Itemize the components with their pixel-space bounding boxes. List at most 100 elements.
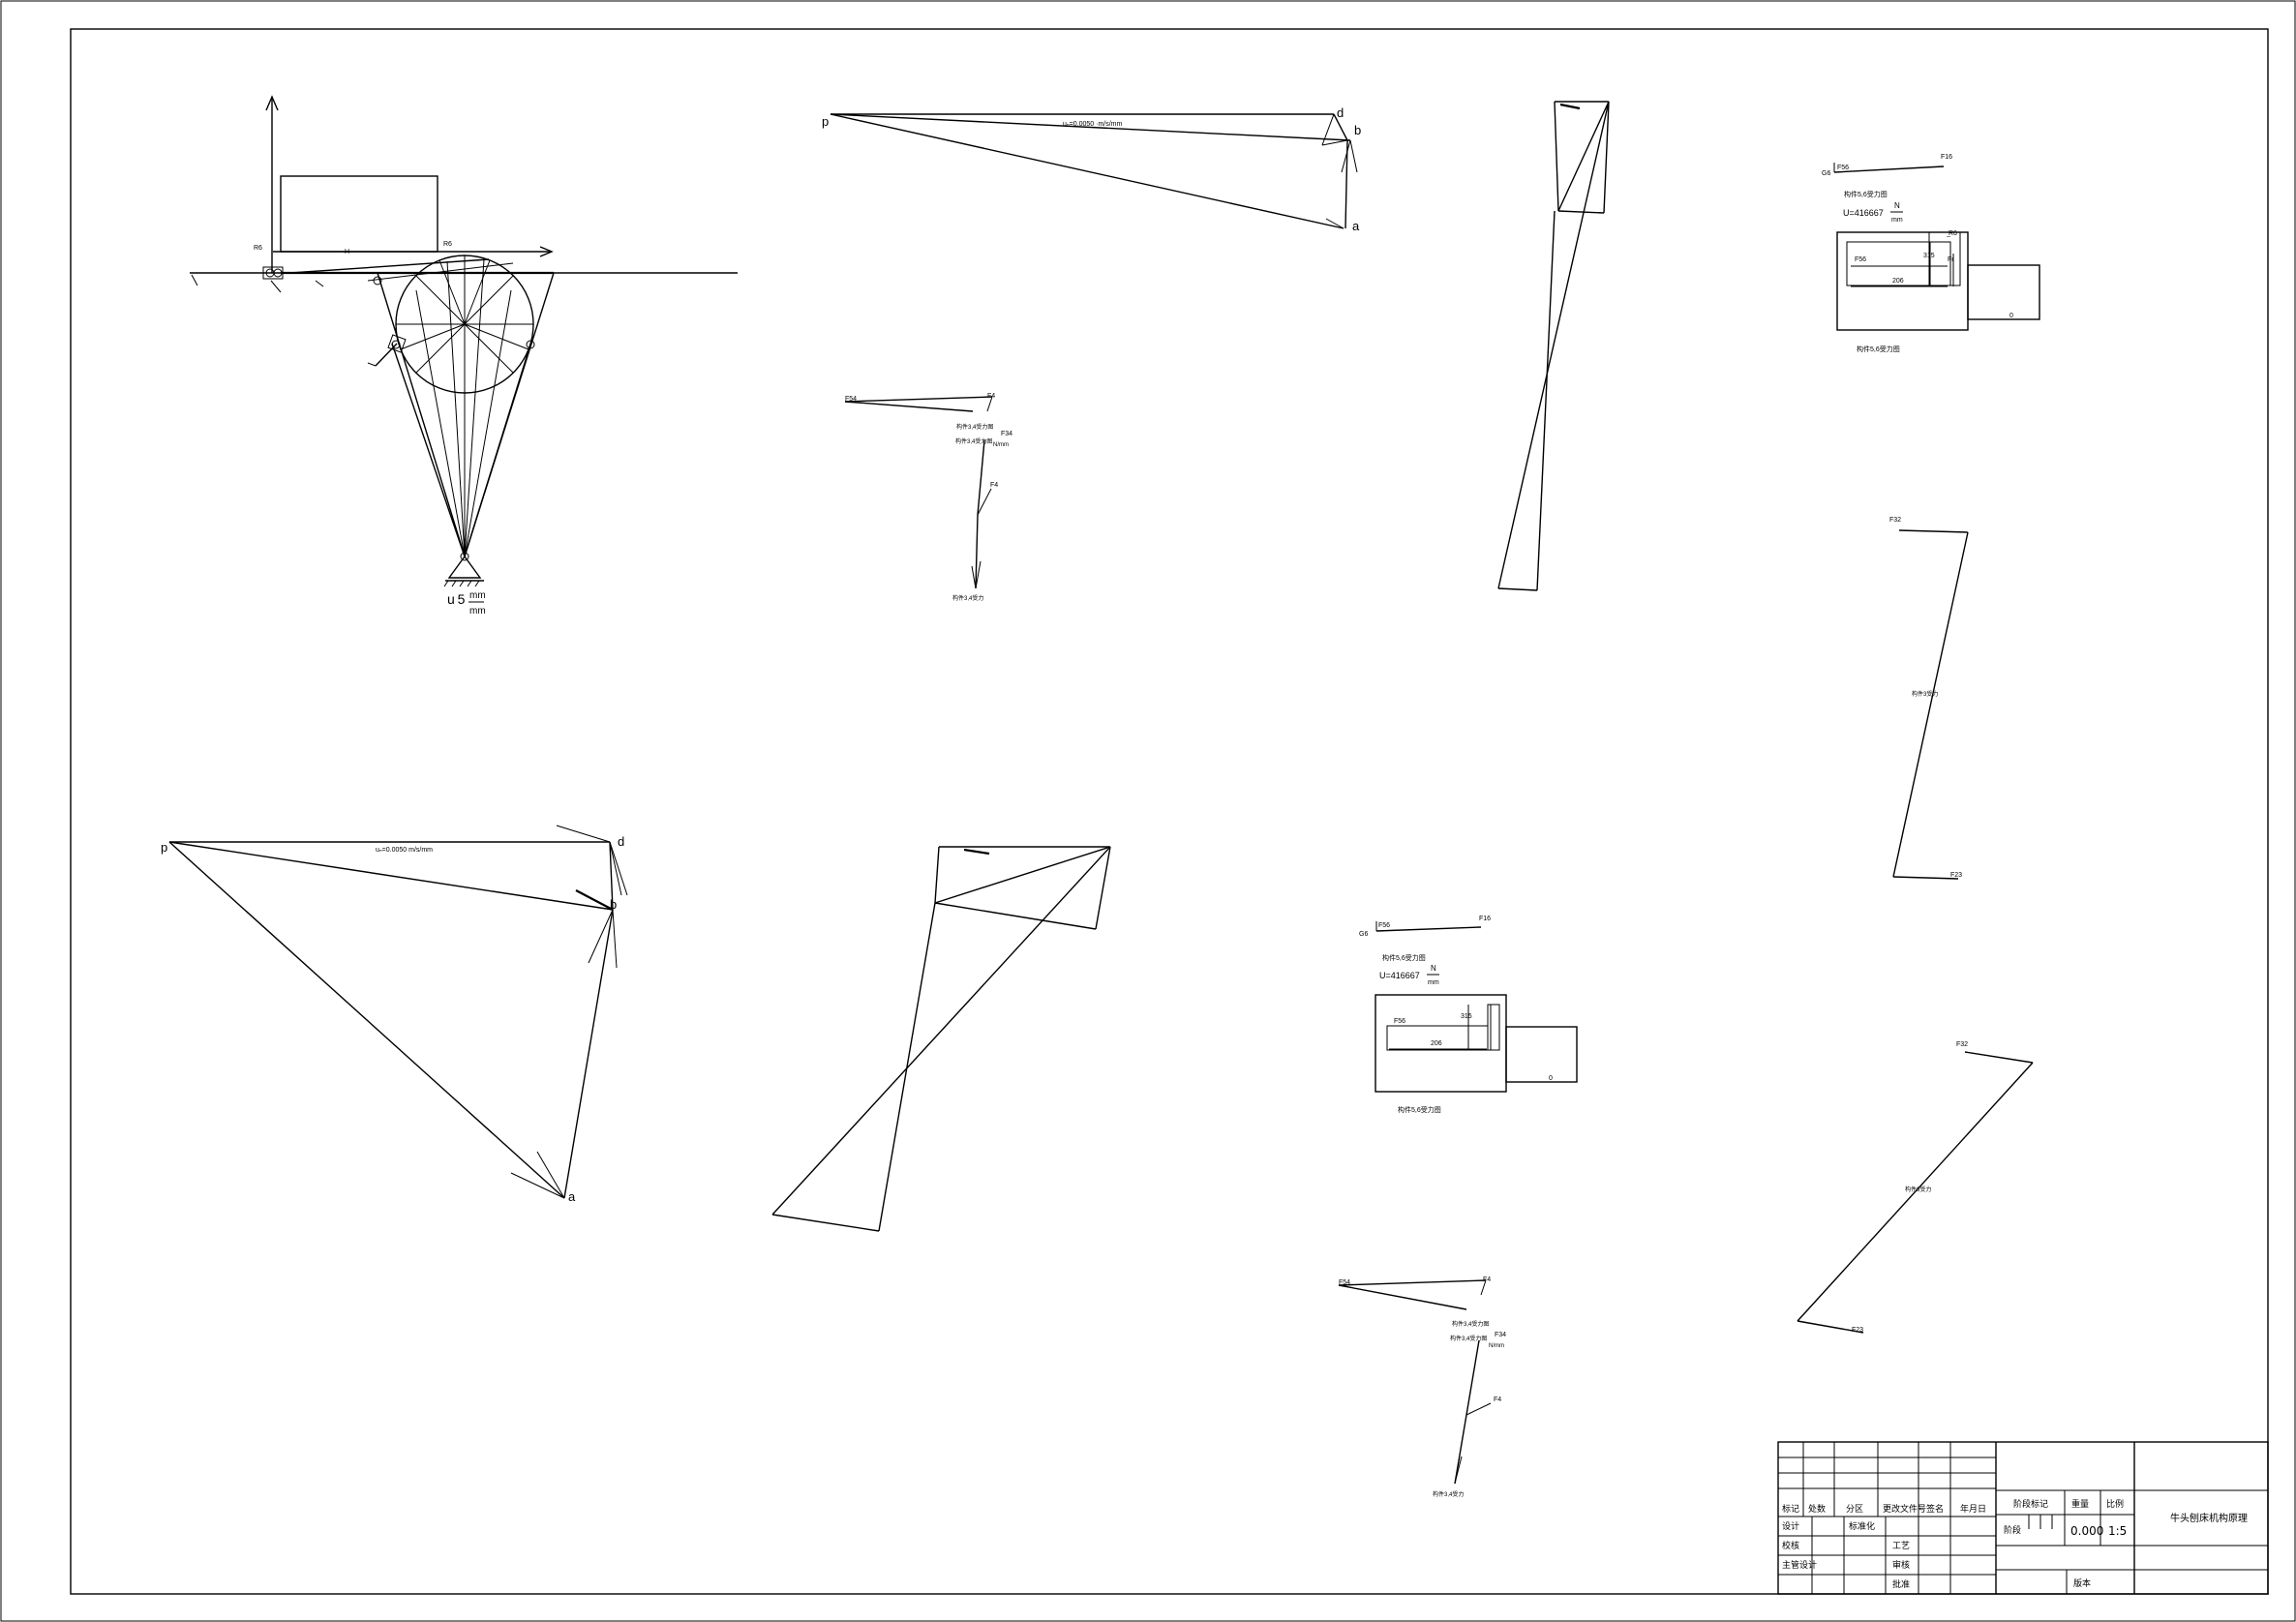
cf2-f54: F54 — [1339, 1279, 1350, 1286]
cf1-unit: N/mm — [993, 442, 1009, 448]
tb-row-design: 设计 — [1782, 1520, 1799, 1532]
fg2-dim-w: 206 — [1431, 1040, 1442, 1047]
acceleration-polygon-2 — [771, 846, 1111, 1232]
cf2-caption-b: 构件3,4受力图 — [1450, 1335, 1487, 1342]
vp1-label-d: d — [1337, 105, 1344, 120]
cf1-caption-c: 构件3,4受力 — [952, 594, 983, 602]
cf2-unit: N/mm — [1489, 1343, 1504, 1349]
vp2-label-d: d — [618, 834, 624, 849]
fg1-dim-e: Fr — [1948, 256, 1954, 263]
cf1-f54: F54 — [845, 396, 857, 403]
fl1-bottom: F23 — [1950, 872, 1962, 879]
cf1-caption-b: 构件3,4受力图 — [955, 437, 992, 445]
fg2-right: 0 — [1549, 1075, 1553, 1082]
tb-header-sign: 签名 — [1926, 1503, 1944, 1515]
fg1-scale-den: mm — [1891, 217, 1903, 224]
tb-header-change: 更改文件号 — [1883, 1503, 1926, 1515]
vp2-label-a: a — [568, 1189, 576, 1204]
cf1-f34: F34 — [1001, 431, 1012, 437]
fg1-scale: U=416667 — [1843, 208, 1884, 218]
fg1-caption-top: 构件5,6受力图 — [1844, 190, 1888, 198]
cf1-f-low: F4 — [990, 482, 998, 489]
vp2-label-p: p — [161, 840, 167, 855]
force-line-diagram-1: F32 构件3受力 F23 — [1889, 517, 1969, 880]
vp2-scale: uₙ=0.0050 m/s/mm — [376, 847, 433, 854]
fg1-left: F56 — [1855, 256, 1866, 263]
fg2-caption-top: 构件5,6受力图 — [1382, 953, 1426, 962]
fg1-f-b: F16 — [1941, 154, 1952, 161]
fg1-dim-h: 315 — [1923, 253, 1935, 259]
mechanism-diagram: R6 R6 H — [190, 95, 738, 616]
fg2-left: F56 — [1394, 1018, 1405, 1025]
fg2-dim-h: 315 — [1461, 1013, 1472, 1020]
fg1-scale-num: N — [1894, 201, 1900, 210]
cf2-f34: F34 — [1495, 1332, 1506, 1338]
fg1-dim-top: ̲R6 — [1946, 230, 1957, 237]
tb-stage-row: 阶段 — [2004, 1524, 2021, 1536]
tb-header-mark: 标记 — [1782, 1503, 1799, 1515]
velocity-polygon-1: p d b a uₙ=0.0050 ·m/s/mm — [822, 105, 1361, 233]
tb-scale-value: 1:5 — [2108, 1524, 2127, 1538]
vp1-scale: uₙ=0.0050 ·m/s/mm — [1063, 121, 1123, 128]
fg2-f-a: F56 — [1378, 922, 1390, 929]
tb-title: 牛头刨床机构原理 — [2170, 1512, 2248, 1524]
vp2-label-b: b — [610, 897, 617, 912]
force-group-1: G6 F56 F16 构件5,6受力图 U=416667 N mm ̲R6 Fr… — [1822, 154, 2040, 353]
inner-border — [70, 28, 2269, 1595]
fg1-right: 0 — [2009, 313, 2013, 319]
crank-force-diagram-1: F54 F4 构件3,4受力图 构件3,4受力图 F34 N/mm F4 构件3… — [844, 393, 1012, 602]
cf2-f4: F4 — [1483, 1277, 1491, 1283]
mechanism-scale-prefix: u 5 — [447, 591, 466, 607]
tb-scale-label: 比例 — [2106, 1498, 2124, 1510]
title-block: 标记 处数 分区 更改文件号 签名 年月日 设计 标准化 校核 工艺 主管设计 … — [1777, 1441, 2269, 1595]
crank-force-diagram-2: F54 F4 构件3,4受力图 构件3,4受力图 F34 N/mm F4 构件3… — [1338, 1277, 1506, 1498]
fl2-mid: 构件3受力 — [1905, 1186, 1931, 1193]
cf2-f-low: F4 — [1494, 1397, 1501, 1403]
fg2-caption-bottom: 构件5,6受力图 — [1398, 1105, 1441, 1114]
acceleration-polygon-1 — [1497, 101, 1610, 591]
fg1-caption-bottom: 构件5,6受力图 — [1857, 345, 1900, 353]
tb-row-main: 主管设计 — [1782, 1559, 1817, 1571]
tb-row-review: 审核 — [1892, 1559, 1910, 1571]
cf2-caption-c: 构件3,4受力 — [1433, 1490, 1464, 1498]
mechanism-scale-den: mm — [469, 606, 486, 616]
fg1-gravity: G6 — [1822, 170, 1830, 177]
fg2-gravity: G6 — [1359, 931, 1368, 938]
tb-stage-label: 阶段标记 — [2013, 1498, 2048, 1510]
fg1-f-a: F56 — [1837, 165, 1849, 171]
cf2-caption-a: 构件3,4受力图 — [1452, 1320, 1489, 1328]
fl2-bottom: F23 — [1852, 1327, 1863, 1334]
velocity-polygon-2: p d b a uₙ=0.0050 m/s/mm — [161, 825, 628, 1204]
vp1-label-a: a — [1352, 219, 1360, 233]
fl2-top: F32 — [1956, 1041, 1968, 1048]
tb-row-craft: 工艺 — [1892, 1541, 1910, 1551]
tb-header-date: 年月日 — [1960, 1503, 1986, 1515]
tb-row-std: 标准化 — [1849, 1520, 1875, 1532]
tb-weight-value: 0.000 — [2070, 1524, 2103, 1538]
tb-weight-label: 重量 — [2071, 1498, 2089, 1510]
fg2-scale-num: N — [1431, 964, 1436, 973]
svg-text:R6: R6 — [443, 241, 452, 248]
tb-row-check: 校核 — [1782, 1540, 1799, 1551]
svg-text:R6: R6 — [254, 245, 262, 252]
fl1-mid: 构件3受力 — [1912, 690, 1938, 698]
force-group-2: G6 F56 F16 构件5,6受力图 U=416667 N mm 206 31… — [1359, 916, 1578, 1114]
cf1-caption-a: 构件3,4受力图 — [956, 423, 993, 431]
fg2-scale: U=416667 — [1379, 971, 1420, 980]
tb-row-approve: 批准 — [1892, 1578, 1910, 1590]
tb-header-zone: 分区 — [1846, 1504, 1863, 1515]
fg2-scale-den: mm — [1428, 979, 1439, 986]
force-line-diagram-2: F32 构件3受力 F23 — [1797, 1041, 2034, 1334]
svg-text:H: H — [345, 249, 349, 255]
fg1-dim-w: 206 — [1892, 278, 1904, 285]
tb-version-label: 版本 — [2073, 1577, 2091, 1589]
vp1-label-b: b — [1354, 123, 1361, 137]
tb-header-count: 处数 — [1808, 1503, 1826, 1515]
fl1-top: F32 — [1889, 517, 1901, 524]
vp1-label-p: p — [822, 114, 829, 129]
cf1-f4: F4 — [987, 393, 995, 400]
mechanism-scale-num: mm — [469, 590, 486, 601]
fg2-f-b: F16 — [1479, 916, 1491, 922]
